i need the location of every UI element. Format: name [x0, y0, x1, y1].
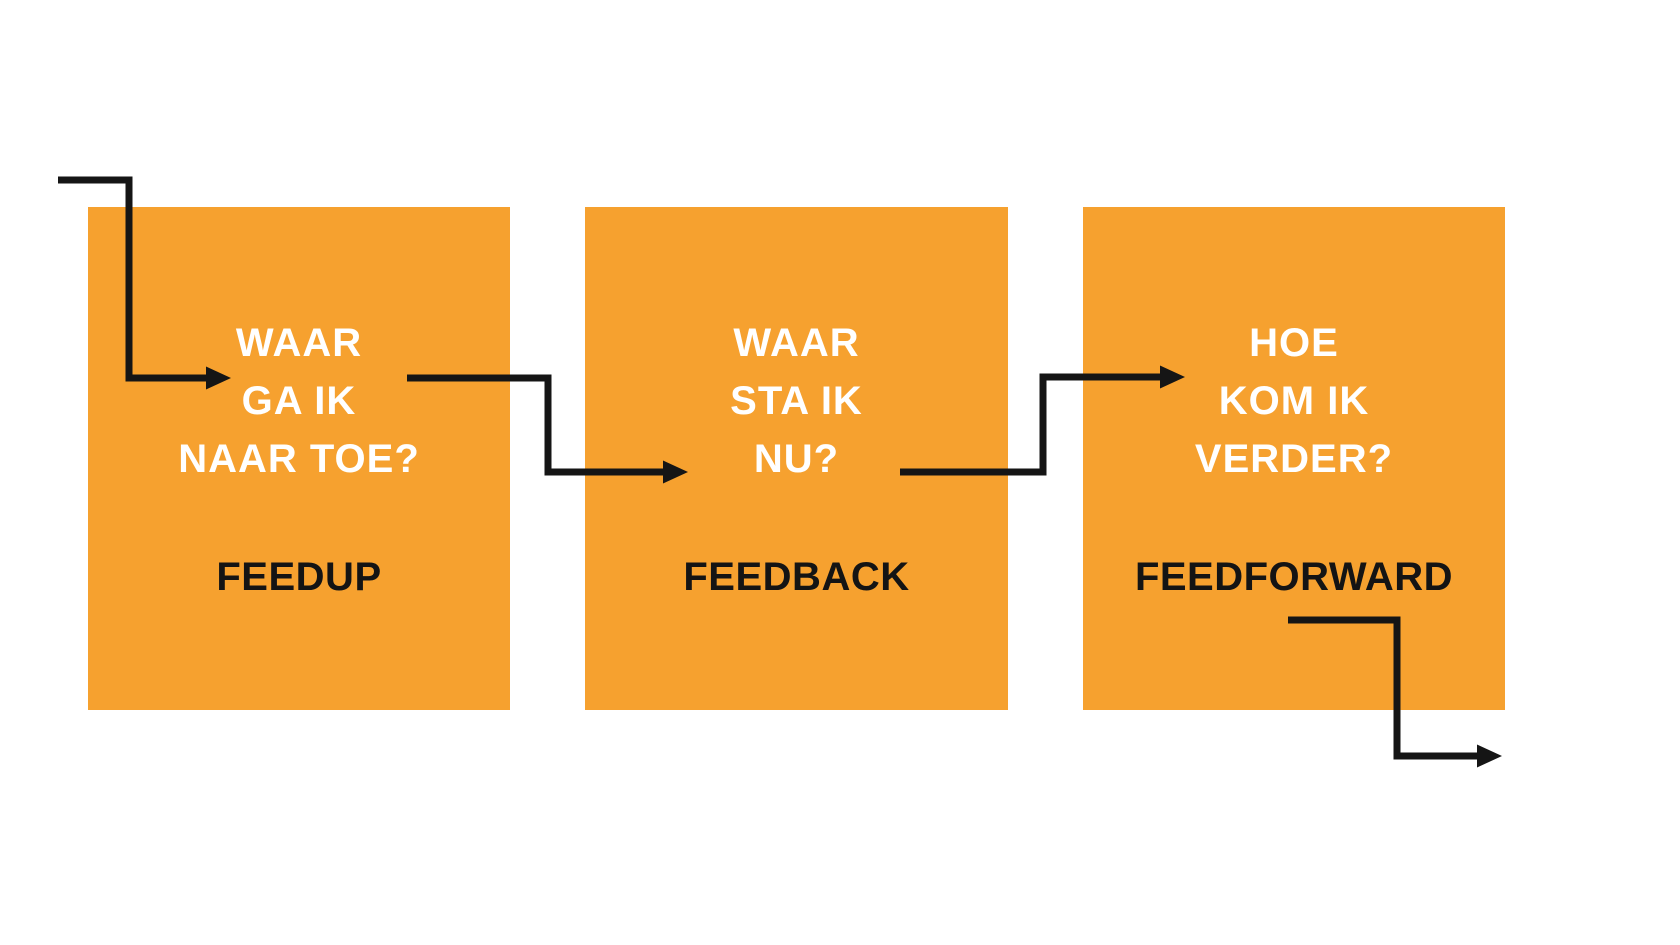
question-line: KOM IK: [1218, 379, 1370, 423]
question-line: VERDER?: [1194, 437, 1394, 481]
box-feedforward: HOE KOM IK VERDER? FEEDFORWARD: [1083, 207, 1505, 710]
question-line: HOE: [1249, 321, 1339, 365]
question-feedup: WAAR GA IK NAAR TOE?: [88, 314, 510, 488]
box-feedup: WAAR GA IK NAAR TOE? FEEDUP: [88, 207, 510, 710]
question-line: WAAR: [235, 321, 363, 365]
question-line: GA IK: [241, 379, 357, 423]
label-feedup: FEEDUP: [216, 555, 382, 599]
question-line: NAAR TOE?: [178, 437, 420, 481]
question-line: WAAR: [733, 321, 860, 365]
box-feedback: WAAR STA IK NU? FEEDBACK: [585, 207, 1008, 710]
label-feedforward: FEEDFORWARD: [1134, 555, 1454, 599]
label-feedback: FEEDBACK: [683, 555, 910, 599]
question-feedback: WAAR STA IK NU?: [585, 314, 1008, 488]
question-feedforward: HOE KOM IK VERDER?: [1083, 314, 1505, 488]
question-line: STA IK: [730, 379, 863, 423]
question-line: NU?: [753, 437, 840, 481]
